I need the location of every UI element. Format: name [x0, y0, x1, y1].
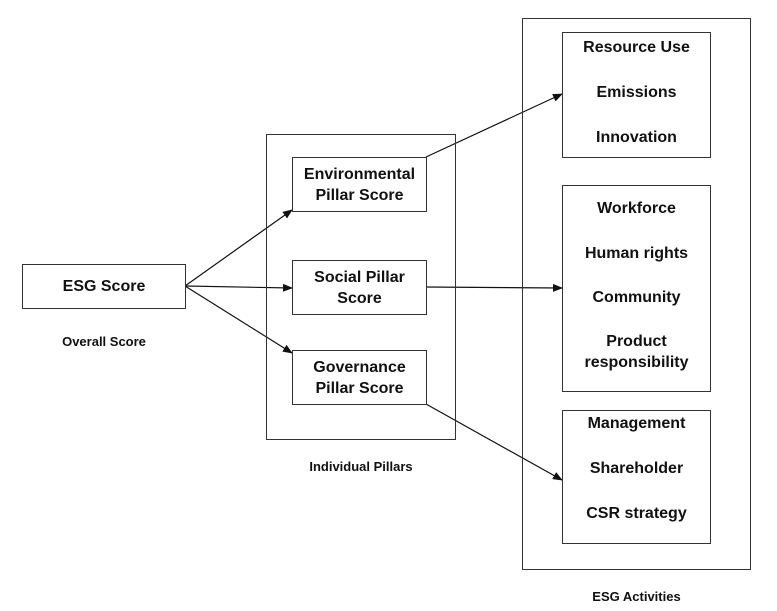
arrow-environmental-to-activities: [425, 93, 563, 158]
activity-human-rights: Human rights: [584, 245, 689, 262]
arrow-esg-to-social: [184, 283, 293, 292]
arrow-social-to-activities: [425, 283, 563, 292]
arrow-governance-to-activities: [425, 403, 563, 481]
social-pillar-label: Social Pillar Score: [314, 268, 405, 307]
individual-pillars-caption: Individual Pillars: [309, 459, 413, 474]
environmental-pillar-label: Environmental Pillar Score: [303, 165, 416, 204]
governance-activities-box: Management Shareholder CSR strategy: [562, 410, 711, 544]
arrow-esg-to-governance: [184, 285, 293, 354]
activity-workforce: Workforce: [597, 200, 676, 217]
activity-management: Management: [587, 415, 686, 432]
arrow-esg-to-environmental: [184, 209, 293, 287]
environmental-pillar-box: Environmental Pillar Score: [292, 157, 427, 212]
activities-group-frame: [522, 18, 751, 570]
activity-resource-use: Resource Use: [583, 39, 690, 56]
activity-shareholder: Shareholder: [589, 460, 684, 477]
social-pillar-box: Social Pillar Score: [292, 260, 427, 315]
governance-pillar-label: Governance Pillar Score: [313, 358, 406, 397]
esg-score-box: ESG Score: [22, 264, 186, 309]
environmental-activities-box: Resource Use Emissions Innovation: [562, 32, 711, 158]
esg-score-label: ESG Score: [62, 278, 146, 295]
activity-community: Community: [592, 289, 681, 306]
activity-product-responsibility: Product responsibility: [584, 333, 689, 371]
social-activities-box: Workforce Human rights Community Product…: [562, 185, 711, 392]
overall-score-caption: Overall Score: [62, 334, 146, 349]
governance-pillar-box: Governance Pillar Score: [292, 350, 427, 405]
activity-emissions: Emissions: [596, 84, 677, 101]
pillars-group-frame: [266, 134, 456, 440]
esg-activities-caption: ESG Activities: [592, 589, 681, 604]
activity-innovation: Innovation: [596, 129, 677, 146]
activity-csr-strategy: CSR strategy: [586, 505, 687, 522]
